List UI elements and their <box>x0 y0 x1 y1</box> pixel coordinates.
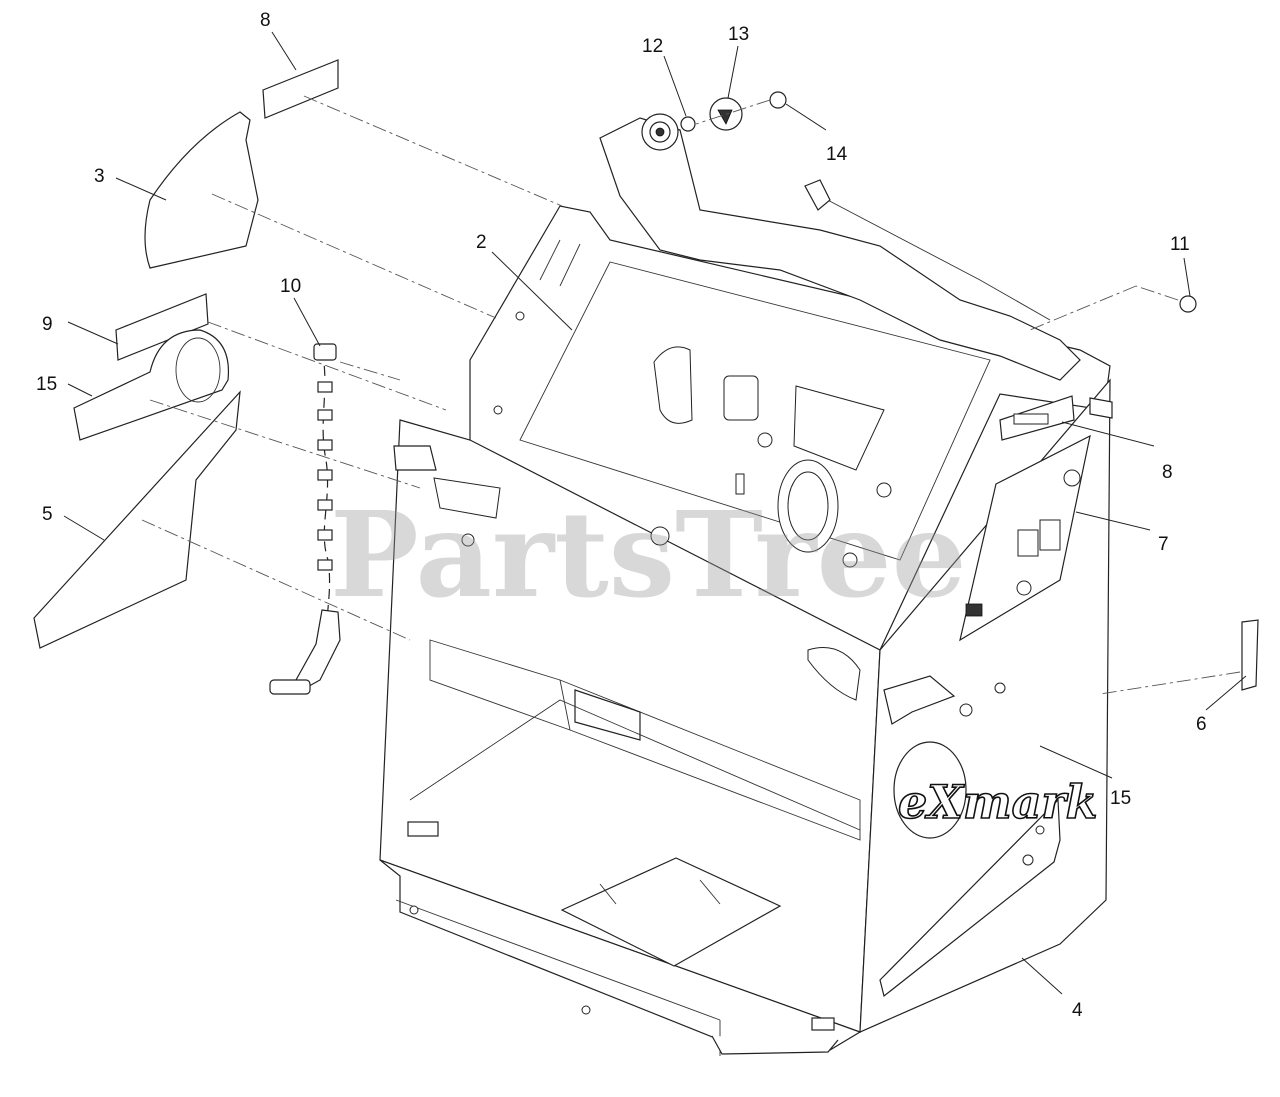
decal-3[interactable] <box>144 111 259 269</box>
decal-8-top[interactable] <box>262 59 339 119</box>
assembly-lines <box>141 95 1241 695</box>
callout-15-logo: 15 <box>1110 788 1131 809</box>
callout-6: 6 <box>1196 714 1207 735</box>
brand-logo: eXmark <box>898 775 1098 829</box>
callout-10: 10 <box>280 276 301 297</box>
callouts: 8 3 9 15 5 10 2 12 13 14 11 8 7 6 15 4 <box>36 10 1207 1021</box>
callout-12: 12 <box>642 36 663 57</box>
decal-8-console[interactable] <box>999 395 1075 441</box>
callout-2: 2 <box>476 232 487 253</box>
decal-9[interactable] <box>115 293 209 361</box>
decal-15-logo[interactable]: eXmark <box>893 741 1098 839</box>
part-6-tab[interactable] <box>1241 619 1259 691</box>
callout-11: 11 <box>1170 234 1190 255</box>
callout-9: 9 <box>42 314 53 335</box>
part-13-dial[interactable] <box>709 97 743 131</box>
decal-7-panel[interactable] <box>959 434 1091 642</box>
part-14-cap[interactable] <box>769 91 787 109</box>
callout-7: 7 <box>1158 534 1169 555</box>
callout-4: 4 <box>1072 1000 1083 1021</box>
callout-8-top: 8 <box>260 10 271 31</box>
callout-14: 14 <box>826 144 848 165</box>
leader-lines <box>63 31 1247 995</box>
part-12-knob[interactable] <box>641 113 696 151</box>
watermark: PartsTree <box>330 485 967 624</box>
console-frame <box>379 117 1113 1056</box>
part-11-nut[interactable] <box>1179 295 1197 313</box>
callout-8-console: 8 <box>1162 462 1173 483</box>
callout-5: 5 <box>42 504 53 525</box>
decal-15-left[interactable] <box>73 329 230 441</box>
callout-13: 13 <box>728 24 749 45</box>
callout-15-left: 15 <box>36 374 57 395</box>
callout-3: 3 <box>94 166 105 187</box>
part-10-harness[interactable] <box>269 343 341 695</box>
decal-5[interactable] <box>33 390 241 649</box>
